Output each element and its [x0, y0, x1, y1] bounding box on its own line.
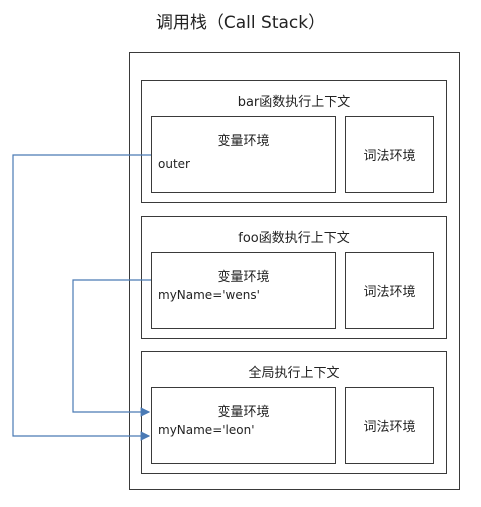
foo-myname-value: myName='wens': [158, 288, 260, 302]
bar-variable-environment: 变量环境 outer: [151, 116, 336, 193]
bar-lexical-env-label: 词法环境: [363, 149, 416, 164]
foo-lexical-environment: 词法环境: [345, 252, 434, 329]
global-variable-env-label: 变量环境: [217, 405, 270, 420]
foo-lexical-env-label: 词法环境: [363, 285, 416, 300]
foo-variable-env-label: 变量环境: [217, 270, 270, 285]
global-variable-environment: 变量环境 myName='leon': [151, 387, 336, 464]
foo-execution-context: foo函数执行上下文: [141, 216, 447, 339]
global-context-title: 全局执行上下文: [248, 366, 340, 381]
bar-outer-to-global-arrow: [12, 154, 151, 441]
bar-context-title: bar函数执行上下文: [237, 95, 351, 110]
foo-context-title: foo函数执行上下文: [238, 231, 350, 246]
diagram-title: 调用栈（Call Stack）: [155, 13, 326, 33]
global-lexical-env-label: 词法环境: [363, 420, 416, 435]
call-stack-container: [129, 52, 460, 490]
bar-execution-context: bar函数执行上下文: [141, 80, 447, 203]
bar-variable-env-label: 变量环境: [217, 134, 270, 149]
global-myname-value: myName='leon': [158, 423, 255, 437]
foo-variable-environment: 变量环境 myName='wens': [151, 252, 336, 329]
bar-lexical-environment: 词法环境: [345, 116, 434, 193]
bar-outer-reference: outer: [158, 157, 190, 171]
global-lexical-environment: 词法环境: [345, 387, 434, 464]
foo-outer-to-global-arrow: [72, 279, 151, 417]
